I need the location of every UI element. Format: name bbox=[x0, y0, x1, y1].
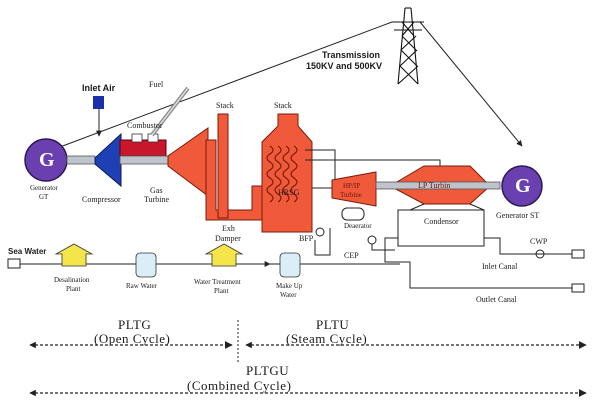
make-up-water-tank bbox=[279, 252, 301, 278]
sea-water-screen bbox=[7, 258, 21, 269]
compressor-icon bbox=[94, 132, 122, 188]
water-treatment-label-1: Water Treatment bbox=[194, 278, 241, 286]
inlet-air-label: Inlet Air bbox=[82, 83, 116, 93]
hp-ip-turbine-label-2: Turbine bbox=[340, 191, 362, 199]
exhaust-duct bbox=[205, 139, 263, 221]
generator-gt-letter: G bbox=[39, 149, 55, 171]
transmission-label: Transmission bbox=[322, 50, 381, 60]
generator-st-label: Generator ST bbox=[496, 211, 540, 220]
gas-turbine-label-1: Gas bbox=[150, 186, 163, 195]
bypass-stack bbox=[217, 113, 229, 219]
exh-damper-label-1: Exh bbox=[222, 224, 235, 233]
inlet-screen bbox=[571, 249, 585, 259]
pltgu-label: PLTGU bbox=[246, 363, 290, 378]
gt-shaft bbox=[66, 155, 96, 165]
lp-turbine-label: LP Turbin bbox=[418, 181, 451, 190]
cwp-valve-icon bbox=[535, 249, 545, 259]
desalination-label-2: Plant bbox=[66, 285, 81, 293]
combustor-label: Combustor bbox=[127, 121, 163, 130]
stack-label-1: Stack bbox=[216, 101, 234, 110]
hrsg-coils bbox=[266, 145, 298, 203]
combustor-cap bbox=[131, 133, 143, 143]
cep-label: CEP bbox=[344, 251, 359, 260]
fuel-label: Fuel bbox=[149, 80, 164, 89]
desalination-plant-icon bbox=[54, 243, 94, 267]
condensor-box bbox=[397, 209, 485, 247]
outlet-screen bbox=[571, 283, 585, 293]
st-shaft bbox=[375, 181, 501, 190]
gas-turbine-label-2: Turbine bbox=[144, 195, 170, 204]
inlet-canal-label: Inlet Canal bbox=[482, 262, 518, 271]
gas-turbine-icon bbox=[167, 127, 209, 197]
hrsg-label: HRSG bbox=[278, 188, 300, 197]
pltu-label: PLTU bbox=[316, 317, 350, 332]
cep-pump-icon bbox=[367, 235, 377, 245]
stack-label-2: Stack bbox=[274, 101, 292, 110]
open-cycle-label: (Open Cycle) bbox=[94, 331, 171, 346]
raw-water-tank bbox=[135, 252, 157, 278]
combined-cycle-label: (Combined Cycle) bbox=[187, 378, 292, 393]
raw-water-label: Raw Water bbox=[126, 282, 157, 290]
transmission-lines bbox=[51, 21, 523, 151]
inlet-air-box bbox=[93, 96, 104, 109]
pltg-label: PLTG bbox=[118, 317, 152, 332]
outlet-canal-label: Outlet Canal bbox=[476, 295, 517, 304]
water-treatment-label-2: Plant bbox=[214, 287, 229, 295]
hrsg-body bbox=[261, 113, 313, 233]
generator-gt-label-2: GT bbox=[39, 193, 49, 201]
sea-water-label: Sea Water bbox=[8, 247, 47, 256]
desalination-label-1: Desalination bbox=[54, 276, 90, 284]
make-up-water-label-1: Make Up bbox=[276, 282, 303, 290]
deaerator-tank bbox=[341, 207, 365, 221]
cycle-arrows bbox=[29, 341, 587, 397]
make-up-water-label-2: Water bbox=[280, 291, 297, 299]
transmission-kv-label: 150KV and 500KV bbox=[306, 61, 383, 71]
condensor-label: Condensor bbox=[424, 217, 459, 226]
exh-damper-label-2: Damper bbox=[215, 234, 241, 243]
generator-gt-label-1: Generator bbox=[30, 184, 58, 192]
bfp-pump-icon bbox=[315, 227, 325, 237]
steam-cycle-label: (Steam Cycle) bbox=[286, 331, 368, 346]
hp-ip-turbine-label-1: HP/IP bbox=[343, 182, 361, 190]
hp-ip-turbine-icon bbox=[331, 171, 377, 207]
generator-st-icon bbox=[501, 165, 543, 207]
cwp-label: CWP bbox=[530, 237, 548, 246]
compressor-label: Compressor bbox=[82, 195, 121, 204]
transmission-tower-icon bbox=[392, 7, 424, 85]
bfp-label: BFP bbox=[299, 234, 314, 243]
combustor-body bbox=[119, 139, 167, 157]
deaerator-label: Deaerator bbox=[344, 222, 372, 230]
water-treatment-plant-icon bbox=[204, 243, 244, 267]
generator-st-letter: G bbox=[515, 175, 531, 197]
